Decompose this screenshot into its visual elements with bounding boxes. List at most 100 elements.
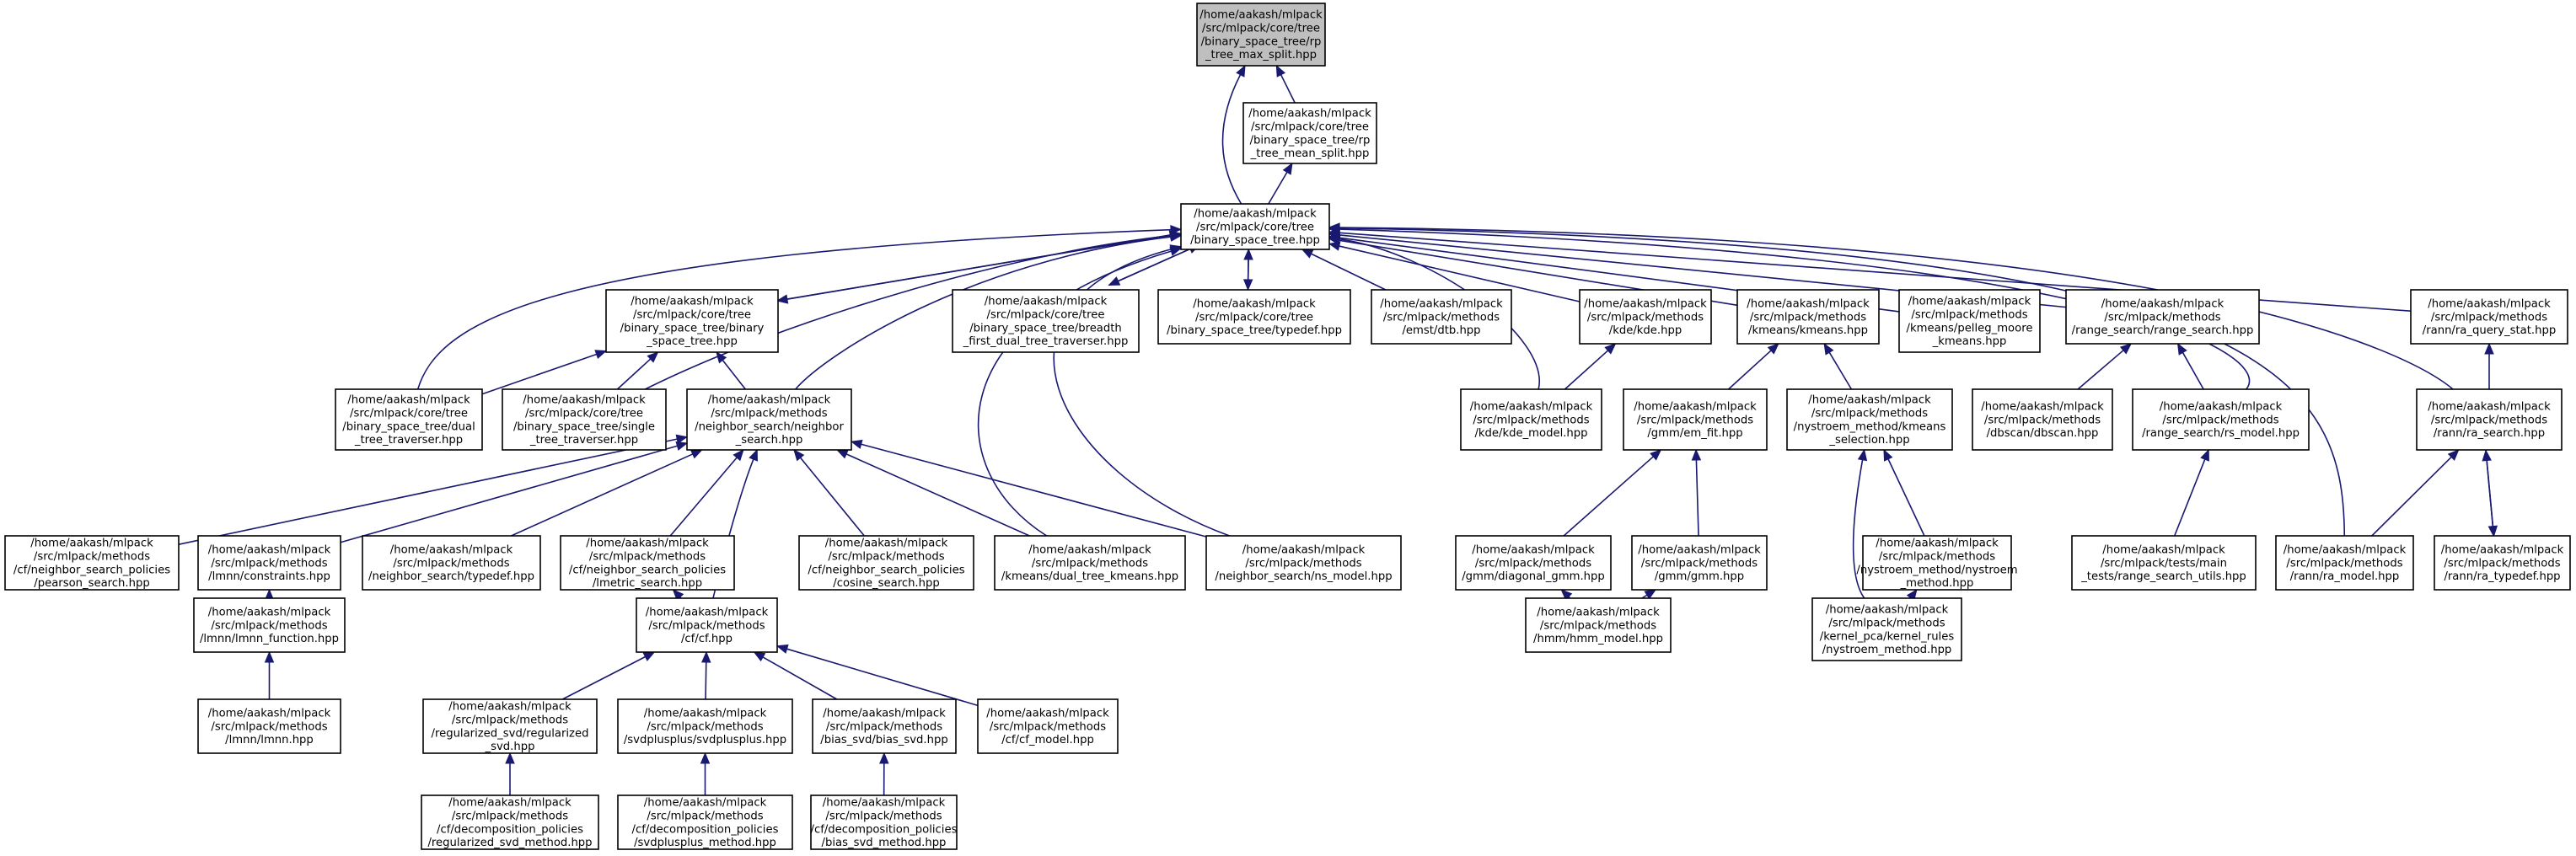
node-bst_typedef[interactable]: /home/aakash/mlpack/src/mlpack/core/tree… bbox=[1157, 289, 1351, 345]
node-label-line: /home/aakash/mlpack bbox=[523, 394, 646, 407]
edge-line bbox=[1221, 74, 1242, 205]
edge-binary_space_tree-to-breadth_first bbox=[1108, 243, 1200, 286]
node-label-line: /gmm/em_fit.hpp bbox=[1647, 427, 1742, 440]
node-box bbox=[617, 794, 793, 850]
node-label-line: /regularized_svd_method.hpp bbox=[427, 837, 592, 849]
node-dual_tree_kmeans[interactable]: /home/aakash/mlpack/src/mlpack/methods/k… bbox=[994, 535, 1186, 591]
edge-arrowhead bbox=[716, 350, 727, 364]
edge-arrowhead bbox=[1301, 249, 1314, 259]
node-label-line: /src/mlpack/methods bbox=[1032, 557, 1148, 570]
node-ra_search[interactable]: /home/aakash/mlpack/src/mlpack/methods/r… bbox=[2416, 388, 2563, 451]
edge-dual_tree_traverser-to-binary_space_tree bbox=[416, 224, 1183, 390]
node-cosine_search[interactable]: /home/aakash/mlpack/src/mlpack/methods/c… bbox=[798, 535, 974, 591]
node-dbscan[interactable]: /home/aakash/mlpack/src/mlpack/methods/d… bbox=[1972, 388, 2113, 451]
node-box bbox=[2071, 535, 2257, 591]
node-kde[interactable]: /home/aakash/mlpack/src/mlpack/methods/k… bbox=[1579, 289, 1712, 345]
node-range_search_utils[interactable]: /home/aakash/mlpack/src/mlpack/tests/mai… bbox=[2071, 535, 2257, 591]
node-lmnn_constraints[interactable]: /home/aakash/mlpack/src/mlpack/methods/l… bbox=[197, 535, 341, 591]
node-diagonal_gmm[interactable]: /home/aakash/mlpack/src/mlpack/methods/g… bbox=[1455, 535, 1612, 591]
edge-line bbox=[1887, 458, 1925, 537]
node-kmeans_selection[interactable]: /home/aakash/mlpack/src/mlpack/methods/n… bbox=[1786, 388, 1953, 451]
node-rp_tree_mean_split[interactable]: /home/aakash/mlpack/src/mlpack/core/tree… bbox=[1242, 102, 1377, 164]
node-neighbor_search[interactable]: /home/aakash/mlpack/src/mlpack/methods/n… bbox=[686, 388, 852, 451]
node-ra_typedef[interactable]: /home/aakash/mlpack/src/mlpack/methods/r… bbox=[2434, 535, 2571, 591]
node-label-line: /src/mlpack/methods bbox=[2444, 557, 2560, 570]
node-hmm_model[interactable]: /home/aakash/mlpack/src/mlpack/methods/h… bbox=[1525, 597, 1672, 653]
node-em_fit[interactable]: /home/aakash/mlpack/src/mlpack/methods/g… bbox=[1623, 388, 1768, 451]
node-label-line: /home/aakash/mlpack bbox=[208, 607, 331, 619]
node-label-line: /src/mlpack/methods bbox=[1473, 414, 1589, 426]
edge-arrowhead bbox=[700, 752, 711, 764]
node-lmnn_function[interactable]: /home/aakash/mlpack/src/mlpack/methods/l… bbox=[193, 597, 346, 653]
node-label-line: /src/mlpack/methods bbox=[1811, 408, 1928, 420]
edge-line bbox=[1563, 456, 1654, 537]
edge-arrowhead bbox=[1242, 279, 1253, 292]
node-label-line: /binary_space_tree/rp bbox=[1201, 35, 1322, 48]
node-lmetric_search[interactable]: /home/aakash/mlpack/src/mlpack/methods/c… bbox=[560, 535, 735, 591]
node-kmeans[interactable]: /home/aakash/mlpack/src/mlpack/methods/k… bbox=[1736, 289, 1880, 345]
node-kernel_rules_nystroem[interactable]: /home/aakash/mlpack/src/mlpack/methods/k… bbox=[1811, 597, 1962, 661]
node-box bbox=[502, 388, 667, 451]
node-label-line: /home/aakash/mlpack bbox=[30, 538, 153, 550]
node-box bbox=[812, 698, 957, 754]
node-bias_svd[interactable]: /home/aakash/mlpack/src/mlpack/methods/b… bbox=[812, 698, 957, 754]
node-label-line: _tree_mean_split.hpp bbox=[1250, 147, 1370, 160]
node-label-line: /src/mlpack/methods bbox=[648, 619, 765, 632]
edge-line bbox=[644, 234, 1172, 390]
node-regularized_svd_method[interactable]: /home/aakash/mlpack/src/mlpack/methods/c… bbox=[421, 794, 599, 850]
node-box bbox=[977, 698, 1119, 754]
node-label-line: /home/aakash/mlpack bbox=[644, 797, 767, 810]
node-cf_model[interactable]: /home/aakash/mlpack/src/mlpack/methods/c… bbox=[977, 698, 1119, 754]
edge-line bbox=[799, 457, 865, 537]
node-range_search[interactable]: /home/aakash/mlpack/src/mlpack/methods/r… bbox=[2065, 289, 2260, 345]
node-cf[interactable]: /home/aakash/mlpack/src/mlpack/methods/c… bbox=[636, 597, 778, 653]
node-breadth_first[interactable]: /home/aakash/mlpack/src/mlpack/core/tree… bbox=[952, 289, 1140, 353]
node-ra_query_stat[interactable]: /home/aakash/mlpack/src/mlpack/methods/r… bbox=[2410, 289, 2568, 345]
node-ra_model[interactable]: /home/aakash/mlpack/src/mlpack/methods/r… bbox=[2275, 535, 2414, 591]
node-gmm[interactable]: /home/aakash/mlpack/src/mlpack/methods/g… bbox=[1631, 535, 1768, 591]
edge-arrowhead bbox=[1328, 222, 1340, 233]
edge-lmnn_constraints-to-neighbor_search bbox=[340, 441, 689, 543]
edge-line bbox=[1728, 350, 1772, 390]
node-svdplusplus_method[interactable]: /home/aakash/mlpack/src/mlpack/methods/c… bbox=[617, 794, 793, 850]
node-label-line: /home/aakash/mlpack bbox=[1028, 544, 1151, 557]
edge-arrowhead bbox=[1169, 244, 1183, 254]
node-svdplusplus[interactable]: /home/aakash/mlpack/src/mlpack/methods/s… bbox=[617, 698, 793, 754]
edge-arrowhead bbox=[1236, 64, 1246, 78]
node-dtb[interactable]: /home/aakash/mlpack/src/mlpack/methods/e… bbox=[1371, 289, 1512, 345]
node-lmnn[interactable]: /home/aakash/mlpack/src/mlpack/methods/l… bbox=[197, 698, 341, 754]
node-pearson_search[interactable]: /home/aakash/mlpack/src/mlpack/methods/c… bbox=[4, 535, 180, 591]
node-bst_binary_space_tree[interactable]: /home/aakash/mlpack/src/mlpack/core/tree… bbox=[605, 289, 779, 353]
node-dual_tree_traverser[interactable]: /home/aakash/mlpack/src/mlpack/core/tree… bbox=[335, 388, 483, 451]
node-ns_model[interactable]: /home/aakash/mlpack/src/mlpack/methods/n… bbox=[1205, 535, 1402, 591]
node-binary_space_tree[interactable]: /home/aakash/mlpack/src/mlpack/core/tree… bbox=[1180, 203, 1330, 250]
node-nystroem_method[interactable]: /home/aakash/mlpack/src/mlpack/methods/n… bbox=[1856, 535, 2018, 591]
node-label-line: /src/mlpack/methods bbox=[1637, 414, 1753, 426]
node-regularized_svd[interactable]: /home/aakash/mlpack/src/mlpack/methods/r… bbox=[422, 698, 598, 754]
node-label-line: /home/aakash/mlpack bbox=[2160, 401, 2283, 414]
edge-line bbox=[481, 353, 597, 395]
edge-kernel_rules_nystroem-to-kmeans_selection bbox=[1852, 448, 1868, 599]
edge-line bbox=[511, 453, 694, 537]
edge-arrowhead bbox=[2119, 343, 2133, 355]
edge-hmm_model-to-gmm bbox=[1641, 589, 1657, 600]
node-box bbox=[197, 535, 341, 591]
edge-dbscan-to-range_search bbox=[2077, 343, 2133, 390]
node-box bbox=[1157, 289, 1351, 345]
node-rs_model[interactable]: /home/aakash/mlpack/src/mlpack/methods/r… bbox=[2132, 388, 2310, 451]
node-kde_model[interactable]: /home/aakash/mlpack/src/mlpack/methods/k… bbox=[1460, 388, 1602, 451]
node-single_tree_traverser[interactable]: /home/aakash/mlpack/src/mlpack/core/tree… bbox=[502, 388, 667, 451]
node-label-line: /src/mlpack/core/tree bbox=[1196, 221, 1314, 233]
node-box bbox=[1180, 203, 1330, 250]
edge-line bbox=[1852, 459, 1865, 599]
node-label-line: /home/aakash/mlpack bbox=[1248, 108, 1371, 120]
node-label-line: /nystroem_method/nystroem bbox=[1856, 564, 2017, 576]
node-label-line: /home/aakash/mlpack bbox=[1584, 298, 1707, 311]
node-label-line: /svdplusplus/svdplusplus.hpp bbox=[624, 734, 786, 746]
node-ns_typedef[interactable]: /home/aakash/mlpack/src/mlpack/methods/n… bbox=[362, 535, 541, 591]
node-box bbox=[2410, 289, 2568, 345]
edge-arrowhead bbox=[1823, 342, 1834, 356]
node-pelleg_moore[interactable]: /home/aakash/mlpack/src/mlpack/methods/k… bbox=[1898, 289, 2041, 353]
node-box bbox=[2275, 535, 2414, 591]
node-bias_svd_method[interactable]: /home/aakash/mlpack/src/mlpack/methods/c… bbox=[810, 794, 958, 850]
